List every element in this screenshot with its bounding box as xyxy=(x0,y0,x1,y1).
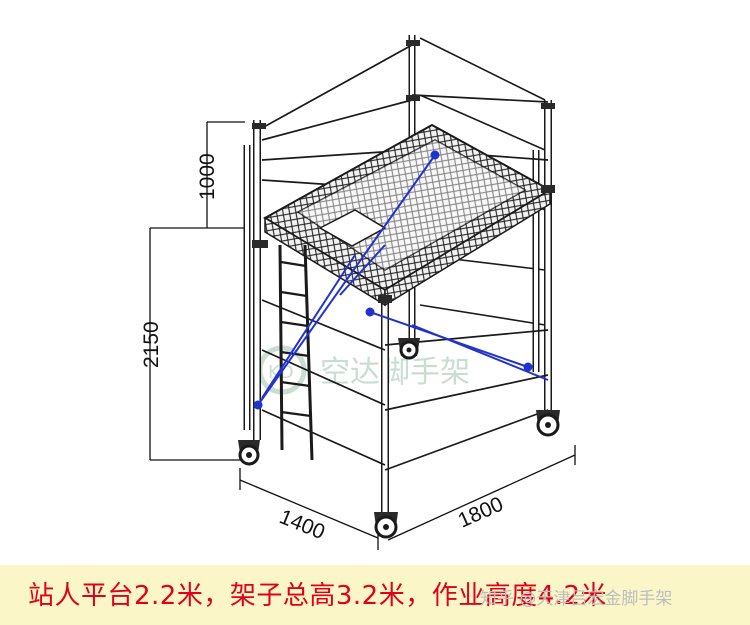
source-credit: 知乎 @天津吕宏金脚手架 xyxy=(480,589,673,609)
platform-hatch xyxy=(318,209,387,247)
dimension-platform-height: 2150 xyxy=(140,321,163,368)
blue-braces xyxy=(253,150,549,410)
watermark-text: 空达脚手架 xyxy=(320,355,470,390)
scaffold-drawing: KD 空达脚手架 1000 2150 1400 1800 xyxy=(140,35,576,550)
dimension-top-rail-height: 1000 xyxy=(196,153,219,200)
ladder-icon xyxy=(278,244,314,461)
caption-bar xyxy=(0,565,750,625)
caster-wheel-icon xyxy=(238,440,260,466)
dimension-lines xyxy=(149,121,576,550)
left-post xyxy=(243,120,261,440)
caster-wheel-icon xyxy=(374,512,398,539)
caster-wheel-icon xyxy=(398,338,420,360)
watermark: KD 空达脚手架 xyxy=(257,345,470,395)
caster-wheel-icon xyxy=(536,410,560,437)
dimension-width: 1400 xyxy=(276,505,328,544)
caption-text: 站人平台2.2米，架子总高3.2米，作业高度4.2米 xyxy=(28,581,608,611)
clamps xyxy=(252,40,555,303)
platform-deck xyxy=(263,123,552,307)
